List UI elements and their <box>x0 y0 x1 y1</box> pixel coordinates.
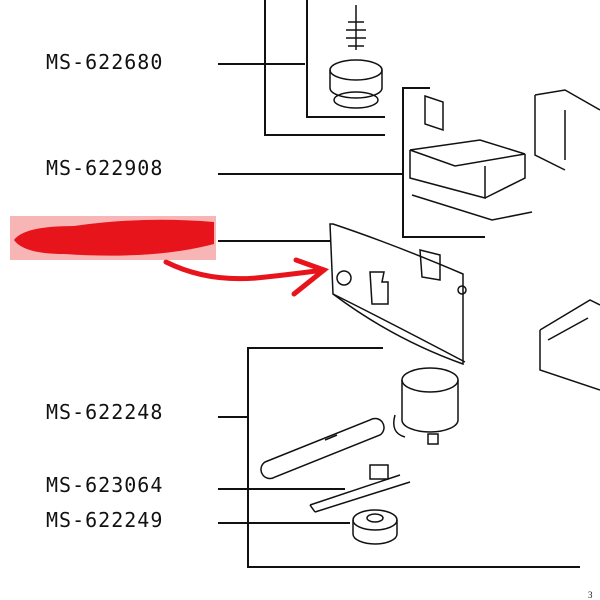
red-arrow-annotation <box>163 257 330 297</box>
page-corner-mark: 3 <box>588 590 593 600</box>
brew-head-part <box>393 367 459 445</box>
control-board-part <box>409 94 533 221</box>
gear-part <box>352 509 398 545</box>
part-label-ms-622248: MS-622248 <box>46 400 164 424</box>
part-label-ms-622249: MS-622249 <box>46 508 164 532</box>
valve-part <box>329 5 383 109</box>
leader-lines <box>218 0 580 568</box>
part-label-ms-622680: MS-622680 <box>46 50 164 74</box>
front-panel-part[interactable] <box>329 223 467 366</box>
heating-cartridge-part <box>260 417 385 480</box>
part-label-ms-623064: MS-623064 <box>46 473 164 497</box>
thermostat-part <box>309 464 411 513</box>
machine-body-part <box>534 89 600 391</box>
part-label-ms-622908: MS-622908 <box>46 156 164 180</box>
